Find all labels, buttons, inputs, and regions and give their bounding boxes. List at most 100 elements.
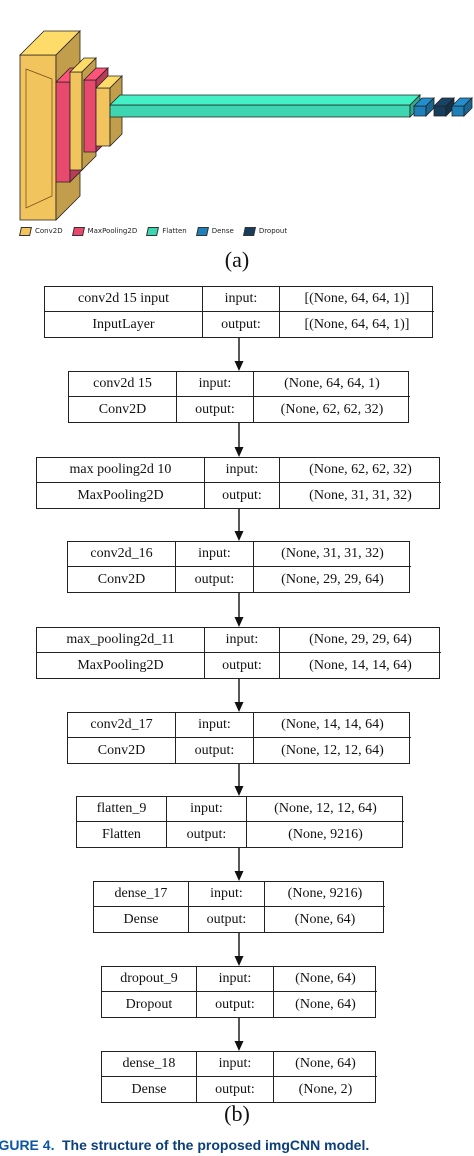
flow-arrow-head [234,702,244,712]
flow-arrow-head [234,447,244,457]
input-label: input: [197,967,274,991]
layer-type: Flatten [77,822,167,847]
input-shape: (None, 64) [295,971,356,986]
output-label: output: [197,1077,274,1102]
layer-type: Conv2D [68,738,176,763]
legend-label: Conv2D [35,227,63,235]
layer-type: MaxPooling2D [37,653,205,678]
layer-name: conv2d 15 [69,372,177,396]
layer-type: Dropout [102,992,197,1017]
viz-block-flatten [109,94,421,118]
viz-block-dense [413,97,435,117]
output-shape: (None, 12, 12, 64) [281,742,384,758]
output-label: output: [176,567,254,592]
figure-caption-text: The structure of the proposed imgCNN mod… [62,1137,370,1153]
input-label: input: [176,542,254,566]
legend-item-dense: Dense [195,226,234,236]
figure-caption: FIGURE 4. The structure of the proposed … [0,1137,474,1156]
flow-arrow-head [234,617,244,627]
flow-arrow-head [234,786,244,796]
legend-item-maxpooling2d: MaxPooling2D [71,226,138,236]
legend-label: MaxPooling2D [87,227,138,235]
output-shape: (None, 9216) [288,826,363,842]
output-label: output: [176,738,254,763]
layer-name: dense_18 [102,1052,197,1076]
output-label: output: [205,653,280,678]
viz-block-dropout [433,97,455,117]
layer-type: Conv2D [69,397,177,422]
output-shape: (None, 64) [294,911,356,927]
input-shape: (None, 64, 64, 1) [284,376,380,391]
layer-type: Dense [94,907,189,932]
input-shape: (None, 14, 14, 64) [281,717,384,732]
output-label: output: [177,397,254,422]
input-shape: (None, 12, 12, 64) [274,801,377,816]
layer-type: Conv2D [68,567,176,592]
input-label: input: [189,882,265,906]
panel-b-label: (b) [224,1101,250,1126]
viz-block-conv2d [95,75,123,147]
input-shape: (None, 62, 62, 32) [309,462,412,477]
layer-type: MaxPooling2D [37,483,205,508]
input-label: input: [167,797,247,821]
layer-name: dense_17 [94,882,189,906]
legend-item-conv2d: Conv2D [19,226,63,236]
output-label: output: [189,907,265,932]
layer-name: flatten_9 [77,797,167,821]
layer-name: conv2d_16 [68,542,176,566]
output-shape: (None, 62, 62, 32) [280,401,384,417]
flow-arrow-head [234,1041,244,1051]
layer-name: max_pooling2d_11 [37,628,205,652]
output-shape: (None, 2) [298,1081,353,1097]
figure-label: FIGURE 4. [0,1137,55,1153]
input-shape: (None, 31, 31, 32) [281,546,384,561]
panel-a-label: (a) [224,247,250,272]
layer-name: conv2d 15 input [45,287,203,311]
output-shape: [(None, 64, 64, 1)] [304,316,410,332]
legend-label: Dropout [258,227,288,235]
input-shape: (None, 64) [295,1056,356,1071]
input-shape: (None, 9216) [287,886,363,901]
flow-arrow-head [234,871,244,881]
legend-item-flatten: Flatten [146,226,187,236]
input-label: input: [205,628,280,652]
flow-arrow-head [234,531,244,541]
viz-block-dense [451,97,473,117]
input-label: input: [205,458,280,482]
layer-name: dropout_9 [102,967,197,991]
output-label: output: [205,483,280,508]
viz-block-inner-frame [25,68,53,209]
output-shape: (None, 29, 29, 64) [281,571,384,587]
legend-label: Dense [211,227,234,235]
layer-type: Dense [102,1077,197,1102]
legend: Conv2D MaxPooling2D Flatten Dense Dropout [19,224,297,238]
output-shape: (None, 64) [295,996,356,1012]
